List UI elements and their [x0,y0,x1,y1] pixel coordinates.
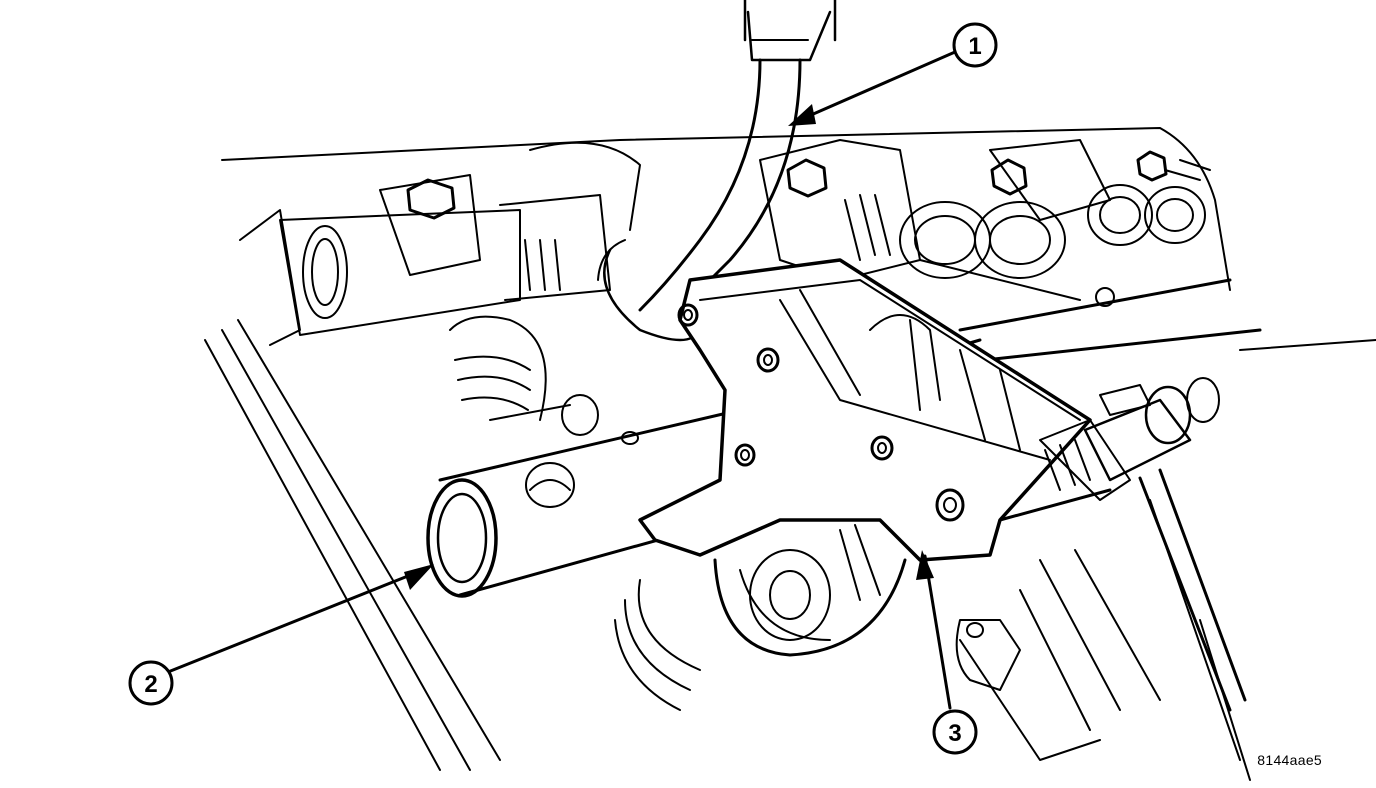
leader-arrow-3 [923,554,952,710]
figure-id: 8144aae5 [1257,752,1322,768]
cylinder-head-outline [204,127,1376,781]
rocker-arms [279,139,1220,436]
leader-lines [166,50,957,710]
leader-arrow-2 [166,566,430,674]
arrowhead-1 [788,104,816,126]
callout-1-label: 1 [968,33,981,60]
valve-spring [614,524,907,711]
leader-arrow-1 [793,50,957,124]
callout-3: 3 [932,709,978,755]
callout-2: 2 [128,660,174,706]
head-fasteners [955,619,1021,691]
callout-2-label: 2 [144,671,157,698]
callout-1: 1 [952,22,998,68]
arrowhead-3 [916,550,934,580]
breaker-bar [1039,384,1247,712]
spring-compressor-tool [638,258,1092,562]
callout-3-label: 3 [948,720,961,747]
arrowhead-2 [404,564,434,590]
